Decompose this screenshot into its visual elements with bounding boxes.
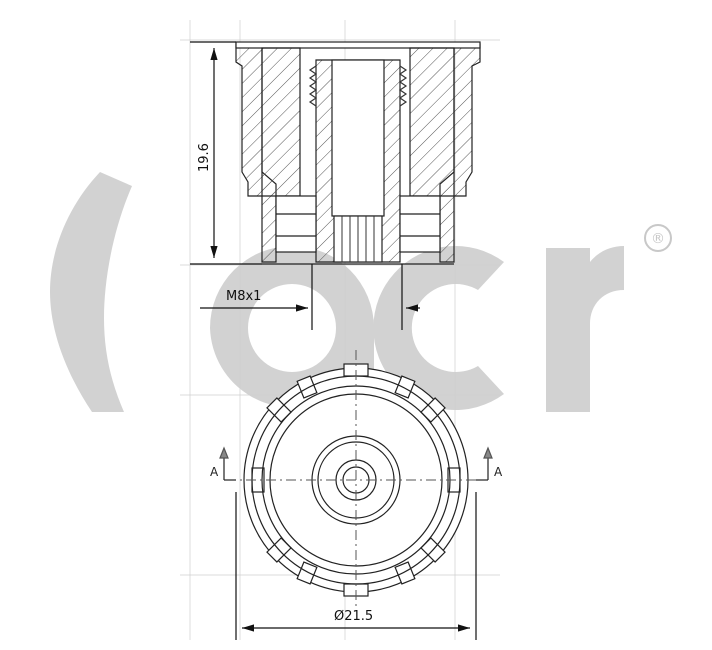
section-mark-right (476, 446, 493, 481)
centerlines (226, 350, 488, 610)
registered-text: ® (651, 231, 665, 247)
height-label: 19.6 (197, 143, 212, 172)
diameter-label: Ø21.5 (334, 609, 373, 624)
bottom-chamber-right (399, 195, 441, 253)
inner-right-wall (409, 47, 455, 197)
logo-letter-c (373, 245, 504, 410)
logo-letter-r (546, 246, 624, 412)
top-rim (235, 41, 481, 49)
section-label-right: A (494, 465, 503, 479)
thread-left (308, 65, 318, 107)
diameter-dimension (235, 492, 477, 640)
registered-mark: ® (644, 224, 672, 252)
thread-dimension (200, 264, 420, 330)
section-mark-left (219, 446, 236, 481)
bottom-chamber-left (275, 195, 317, 253)
height-dimension (190, 41, 262, 265)
thread-label: M8x1 (226, 289, 261, 304)
section-view (235, 41, 481, 265)
section-label-left: A (210, 465, 219, 479)
thread-right (398, 65, 408, 107)
logo-arc (50, 172, 132, 412)
stem-bore (331, 59, 385, 217)
inner-left-wall (261, 47, 301, 197)
